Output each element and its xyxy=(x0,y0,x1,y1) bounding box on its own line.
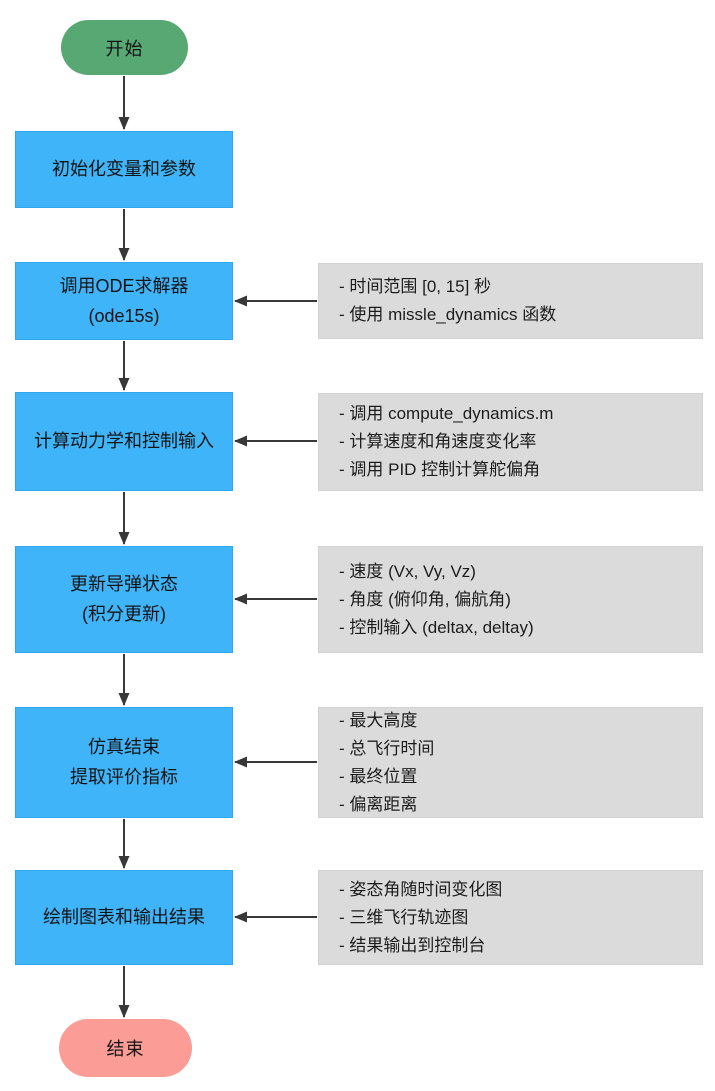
process-sublabel: (ode15s) xyxy=(88,305,160,326)
process-label: 初始化变量和参数 xyxy=(52,159,196,179)
start-node-label: 开始 xyxy=(105,38,144,59)
note-line: - 姿态角随时间变化图 xyxy=(339,879,503,899)
process-node-compute-dynamics: 计算动力学和控制输入 xyxy=(15,392,233,491)
process-node-sim-end: 仿真结束 提取评价指标 xyxy=(15,707,233,818)
process-node-update-state: 更新导弹状态 (积分更新) xyxy=(15,546,233,653)
end-node-label: 结束 xyxy=(106,1039,145,1059)
process-node-ode-solver: 调用ODE求解器 (ode15s) xyxy=(15,262,233,340)
note-line: - 最终位置 xyxy=(339,766,418,786)
process-sublabel: (积分更新) xyxy=(82,604,166,624)
note-line: - 时间范围 [0, 15] 秒 xyxy=(339,277,492,296)
process-sublabel: 提取评价指标 xyxy=(70,767,178,787)
process-node-plot-output: 绘制图表和输出结果 xyxy=(15,870,233,965)
process-node-init: 初始化变量和参数 xyxy=(15,131,233,208)
note-line: - 总飞行时间 xyxy=(339,738,435,758)
process-label: 更新导弹状态 xyxy=(70,574,178,594)
note-line: - 结果输出到控制台 xyxy=(339,935,486,955)
process-label: 计算动力学和控制输入 xyxy=(34,431,214,451)
process-label: 调用ODE求解器 xyxy=(59,275,189,296)
note-metrics: - 最大高度 - 总飞行时间 - 最终位置 - 偏离距离 xyxy=(318,707,703,818)
note-update-state: - 速度 (Vx, Vy, Vz) - 角度 (俯仰角, 偏航角) - 控制输入… xyxy=(318,546,703,653)
end-node: 结束 xyxy=(59,1019,192,1077)
note-line: - 角度 (俯仰角, 偏航角) xyxy=(339,589,511,609)
process-label: 仿真结束 xyxy=(88,737,160,757)
note-line: - 使用 missle_dynamics 函数 xyxy=(339,305,557,324)
note-line: - 最大高度 xyxy=(339,710,418,730)
note-line: - 速度 (Vx, Vy, Vz) xyxy=(339,561,476,581)
note-ode-solver: - 时间范围 [0, 15] 秒 - 使用 missle_dynamics 函数 xyxy=(318,263,703,339)
start-node: 开始 xyxy=(61,20,188,75)
note-line: - 三维飞行轨迹图 xyxy=(339,907,469,927)
note-line: - 计算速度和角速度变化率 xyxy=(339,432,537,451)
note-line: - 调用 PID 控制计算舵偏角 xyxy=(339,460,541,479)
note-output: - 姿态角随时间变化图 - 三维飞行轨迹图 - 结果输出到控制台 xyxy=(318,870,703,965)
process-label: 绘制图表和输出结果 xyxy=(43,907,205,927)
note-line: - 调用 compute_dynamics.m xyxy=(339,404,554,423)
note-compute-dynamics: - 调用 compute_dynamics.m - 计算速度和角速度变化率 - … xyxy=(318,393,703,491)
note-line: - 偏离距离 xyxy=(339,794,418,814)
note-line: - 控制输入 (deltax, deltay) xyxy=(339,617,534,637)
